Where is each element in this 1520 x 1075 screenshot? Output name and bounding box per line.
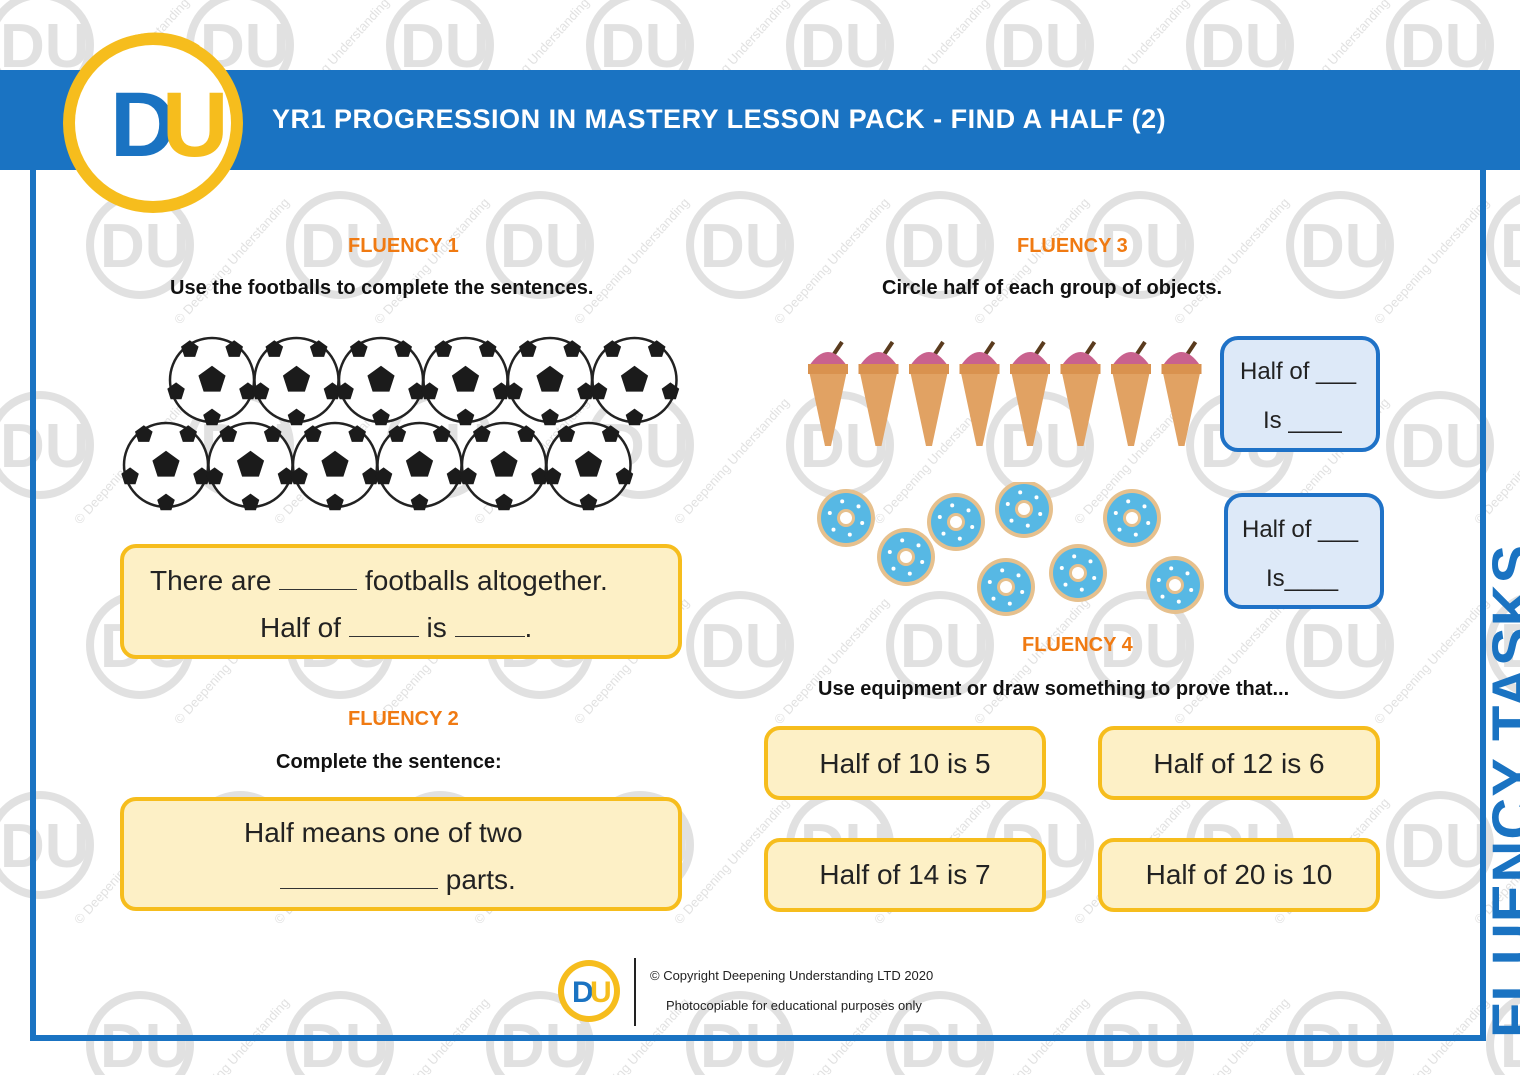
svg-text:D: D (110, 74, 176, 176)
fluency3-heading: FLUENCY 3 (1017, 235, 1128, 257)
ice-cream-is[interactable]: Is ____ (1263, 407, 1342, 434)
football-icon (167, 336, 257, 426)
side-label: FLUENCY TASKS (1481, 543, 1520, 1038)
svg-text:D: D (572, 976, 594, 1009)
fluency1-text-a: There are (150, 565, 272, 596)
fluency4-instruction: Use equipment or draw something to prove… (818, 678, 1290, 700)
du-logo: D U (63, 32, 243, 213)
statement-box-2 (1098, 726, 1380, 800)
footer-copyright: © Copyright Deepening Understanding LTD … (650, 968, 934, 983)
fluency1-line1: There are footballs altogether. (150, 565, 608, 597)
statement-box-1 (764, 726, 1046, 800)
statement-box-4 (1098, 838, 1380, 912)
football-icon (505, 336, 595, 426)
donut-is[interactable]: Is____ (1266, 565, 1339, 592)
footballs-group (121, 336, 680, 511)
fluency1-heading: FLUENCY 1 (348, 235, 459, 257)
donut-icon (877, 528, 935, 586)
fluency3-instruction: Circle half of each group of objects. (882, 277, 1223, 299)
blank-whole[interactable] (348, 614, 419, 637)
fluency1-text-e: . (524, 612, 533, 643)
fluency2-sentence-box (120, 797, 682, 911)
statement-2: Half of 12 is 6 (1153, 748, 1325, 779)
blank-equal[interactable] (280, 866, 438, 889)
ice-cream-group (808, 340, 1202, 446)
ice-cream-icon (959, 340, 1000, 446)
football-icon (459, 421, 549, 511)
football-icon (121, 421, 211, 511)
svg-text:U: U (162, 74, 228, 176)
fluency1-text-c: Half of (260, 612, 341, 643)
donut-half-of[interactable]: Half of ___ (1242, 516, 1359, 543)
football-icon (420, 336, 511, 426)
fluency2-text-parts: parts. (445, 864, 516, 895)
ice-cream-half-of[interactable]: Half of ___ (1240, 358, 1357, 385)
fluency2-heading: FLUENCY 2 (348, 708, 459, 730)
ice-cream-icon (858, 340, 899, 446)
svg-text:DU: DU (1500, 212, 1520, 281)
answer-box-donut (1224, 493, 1384, 609)
ice-cream-icon (1111, 340, 1151, 446)
ice-cream-icon (1010, 340, 1050, 446)
donut-icon (1146, 556, 1204, 614)
watermark-logo: DU© Deepening Understanding (1486, 194, 1520, 296)
header-bar (0, 70, 1520, 170)
football-icon (589, 336, 680, 426)
ice-cream-icon (1161, 340, 1202, 446)
donut-group (817, 482, 1204, 616)
footer-note: Photocopiable for educational purposes o… (666, 998, 922, 1013)
donut-icon (817, 489, 875, 547)
football-icon (205, 421, 296, 511)
donut-icon (927, 493, 985, 551)
statement-1: Half of 10 is 5 (819, 748, 991, 779)
statement-box-3 (764, 838, 1046, 912)
ice-cream-icon (909, 340, 949, 446)
fluency1-text-b: footballs altogether. (364, 565, 608, 596)
statement-4: Half of 20 is 10 (1145, 859, 1333, 890)
football-icon (543, 421, 634, 511)
donut-icon (995, 482, 1053, 538)
football-icon (336, 336, 426, 426)
statement-3: Half of 14 is 7 (819, 859, 991, 890)
donut-icon (1049, 544, 1107, 602)
fluency1-instruction: Use the footballs to complete the senten… (170, 277, 594, 299)
blank-total[interactable] (279, 567, 358, 590)
svg-text:U: U (590, 976, 612, 1009)
footer-divider (634, 958, 636, 1026)
fluency1-sentence-box (120, 544, 682, 659)
ice-cream-icon (1060, 340, 1101, 446)
football-icon (290, 421, 380, 511)
fluency2-line1: Half means one of two (244, 817, 523, 848)
fluency2-instruction: Complete the sentence: (276, 751, 502, 773)
answer-box-ice-cream (1220, 336, 1380, 452)
page-title: YR1 PROGRESSION IN MASTERY LESSON PACK -… (272, 104, 1167, 134)
football-icon (374, 421, 465, 511)
donut-icon (977, 558, 1035, 616)
footer-logo: D U (558, 960, 620, 1022)
blank-half[interactable] (454, 614, 525, 637)
ice-cream-icon (808, 340, 848, 446)
content-frame (30, 165, 1486, 1041)
donut-icon (1103, 489, 1161, 547)
fluency2-line2: parts. (280, 864, 516, 896)
fluency1-line2: Half of is . (260, 612, 532, 644)
fluency4-heading: FLUENCY 4 (1022, 634, 1133, 656)
football-icon (251, 336, 342, 426)
fluency1-text-d: is (426, 612, 447, 643)
